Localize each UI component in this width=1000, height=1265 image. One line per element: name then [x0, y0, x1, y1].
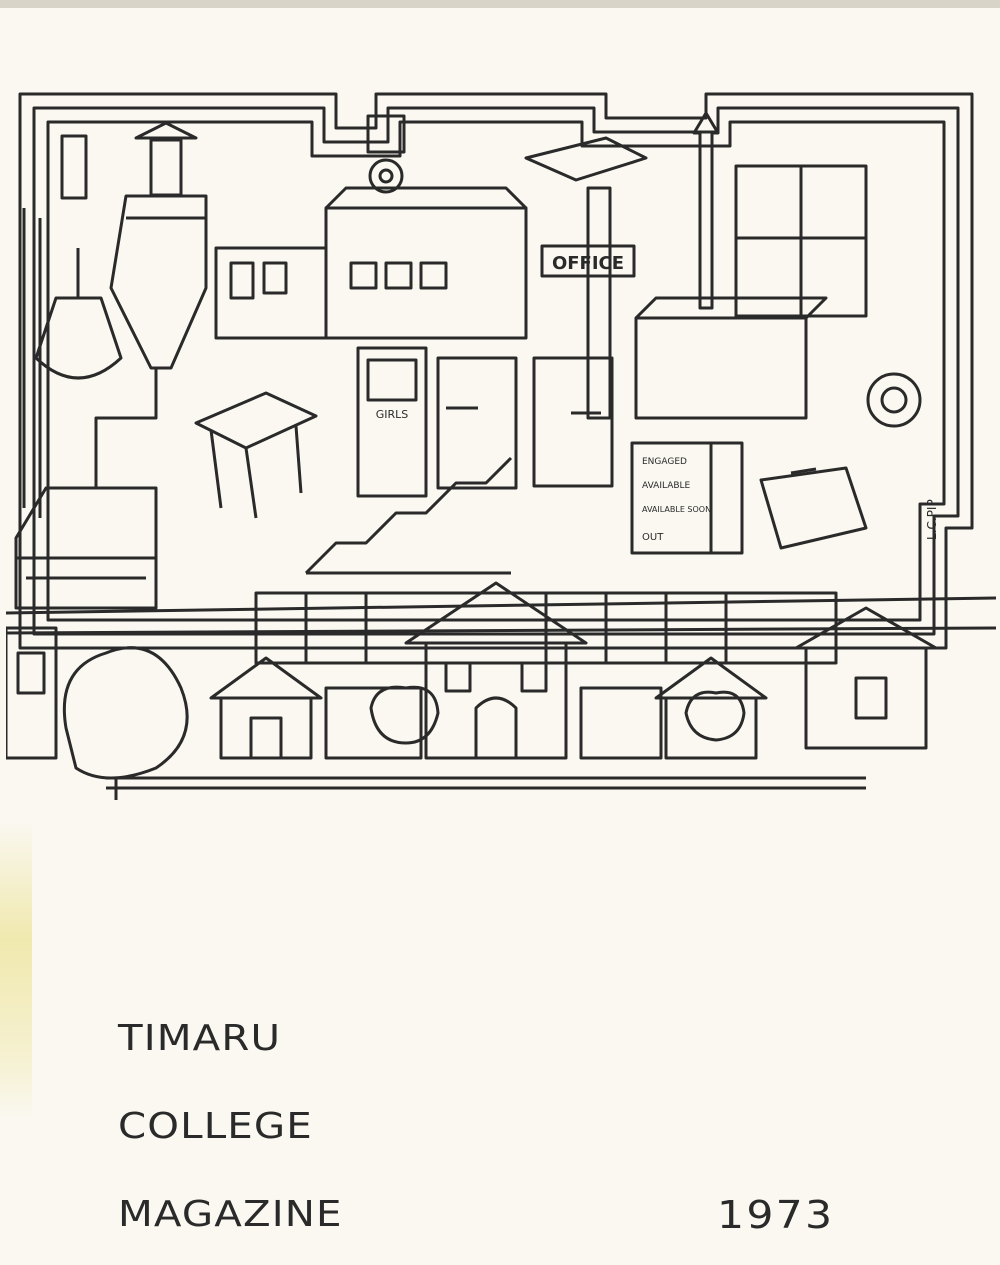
- cover-illustration: OFFICE GIRLS: [6, 92, 996, 800]
- board-entry-out: OUT: [642, 532, 664, 543]
- status-board-drawing: ENGAGED AVAILABLE AVAILABLE SOON OUT: [630, 441, 744, 555]
- office-sign-text: OFFICE: [552, 253, 624, 274]
- board-entry-available-soon: AVAILABLE SOON: [642, 505, 711, 514]
- school-streetscape-drawing: [6, 581, 996, 800]
- title-line-college: COLLEGE: [118, 1106, 313, 1147]
- suitcase-drawing: [759, 466, 868, 550]
- top-edge-strip: [0, 0, 1000, 8]
- title-line-magazine: MAGAZINE: [118, 1194, 343, 1235]
- doors-drawing: GIRLS: [356, 346, 614, 498]
- title-line-timaru: TIMARU: [118, 1018, 282, 1059]
- board-entry-available: AVAILABLE: [642, 481, 691, 491]
- spine-stain: [0, 820, 32, 1120]
- office-signpost-drawing: OFFICE: [524, 136, 648, 420]
- desk-drawing: [194, 391, 318, 519]
- stairs-drawing: [304, 456, 513, 575]
- girls-door-sign: GIRLS: [376, 408, 409, 421]
- maze-contours: [18, 92, 974, 650]
- right-buildings-drawing: [634, 111, 868, 420]
- board-entry-engaged: ENGAGED: [642, 457, 687, 467]
- doorknob-drawing: [866, 372, 922, 428]
- issue-year: 1973: [717, 1193, 835, 1237]
- shelving-drawing: [14, 486, 158, 610]
- bell-drawing: [366, 114, 406, 194]
- classroom-block-drawing: [214, 186, 528, 340]
- lamp-drawing: [34, 248, 123, 380]
- funnel-drawing: [94, 121, 208, 488]
- artist-signature: L.C.PIP: [925, 499, 939, 540]
